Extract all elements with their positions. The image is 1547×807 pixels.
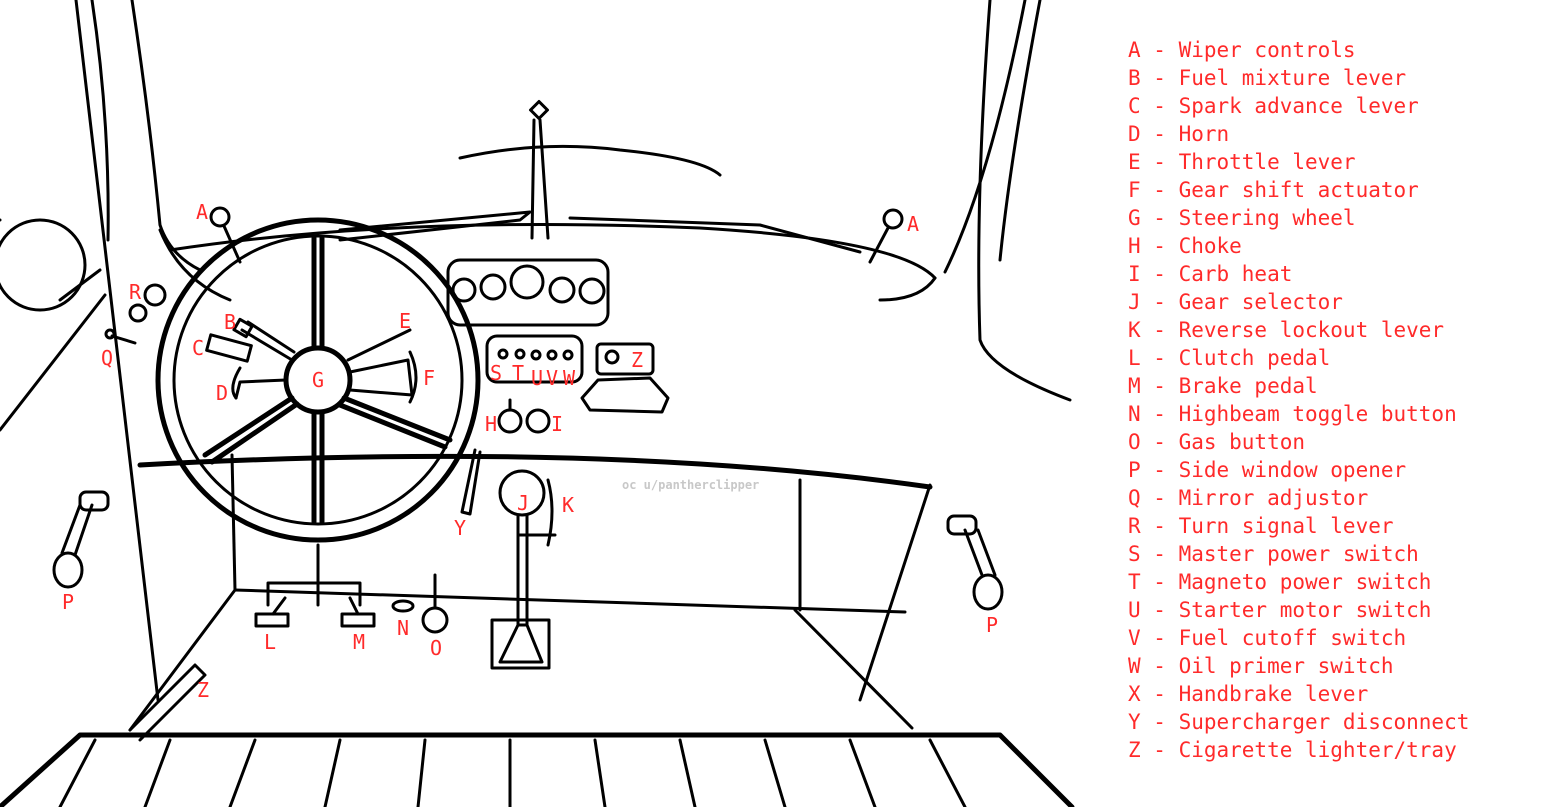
label-d: D — [216, 381, 228, 405]
legend-item: W - Oil primer switch — [1128, 654, 1394, 678]
legend-item: T - Magneto power switch — [1128, 570, 1432, 594]
legend-item: I - Carb heat — [1128, 262, 1293, 286]
switch-icons — [497, 348, 574, 361]
label-n: N — [397, 616, 409, 640]
legend-item: D - Horn — [1128, 122, 1230, 146]
label-c: C — [192, 336, 204, 360]
legend-item: J - Gear selector — [1128, 290, 1343, 314]
label-a-right: A — [907, 212, 919, 236]
legend-item: F - Gear shift actuator — [1128, 178, 1419, 202]
label-e: E — [399, 309, 411, 333]
legend-item: E - Throttle lever — [1128, 150, 1356, 174]
label-p-left: P — [62, 590, 74, 614]
cab-structure — [0, 0, 1075, 807]
cab-diagram: A A R Q B C D E F G S T U V W Z H I Y J … — [0, 0, 1075, 807]
legend-item: X - Handbrake lever — [1128, 682, 1369, 706]
label-v: V — [546, 366, 558, 390]
label-l: L — [264, 630, 276, 654]
label-a-left: A — [196, 200, 208, 224]
legend-item: U - Starter motor switch — [1128, 598, 1432, 622]
legend-item: C - Spark advance lever — [1128, 94, 1419, 118]
label-m: M — [353, 630, 365, 654]
label-u: U — [531, 366, 543, 390]
legend: A - Wiper controls B - Fuel mixture leve… — [1128, 36, 1469, 764]
label-i: I — [551, 412, 563, 436]
label-g: G — [312, 368, 324, 392]
label-b: B — [224, 310, 236, 334]
legend-item: V - Fuel cutoff switch — [1128, 626, 1407, 650]
label-o: O — [430, 636, 442, 660]
legend-item: B - Fuel mixture lever — [1128, 66, 1407, 90]
legend-item: Q - Mirror adjustor — [1128, 486, 1369, 510]
label-p-right: P — [986, 613, 998, 637]
legend-item: H - Choke — [1128, 234, 1242, 258]
legend-item: N - Highbeam toggle button — [1128, 402, 1457, 426]
label-q: Q — [101, 346, 113, 370]
label-w: W — [563, 366, 576, 390]
legend-item: R - Turn signal lever — [1128, 514, 1394, 538]
label-r: R — [129, 280, 142, 304]
watermark: oc u/pantherclipper — [622, 478, 759, 492]
legend-item: P - Side window opener — [1128, 458, 1407, 482]
label-z-dash: Z — [631, 348, 643, 372]
legend-item: Z - Cigarette lighter/tray — [1128, 738, 1457, 762]
label-k: K — [562, 493, 574, 517]
diagram-labels: A A R Q B C D E F G S T U V W Z H I Y J … — [62, 200, 998, 702]
label-f: F — [423, 366, 435, 390]
legend-item: L - Clutch pedal — [1128, 346, 1331, 370]
label-h: H — [485, 412, 497, 436]
legend-item: S - Master power switch — [1128, 542, 1419, 566]
legend-item: Y - Supercharger disconnect — [1128, 710, 1470, 734]
label-y: Y — [454, 516, 466, 540]
label-z-floor: Z — [197, 678, 209, 702]
label-j: J — [517, 491, 529, 515]
legend-item: A - Wiper controls — [1128, 38, 1356, 62]
label-s: S — [490, 361, 502, 385]
legend-item: K - Reverse lockout lever — [1128, 318, 1445, 342]
legend-item: G - Steering wheel — [1128, 206, 1356, 230]
legend-item: M - Brake pedal — [1128, 374, 1318, 398]
legend-item: O - Gas button — [1128, 430, 1306, 454]
label-t: T — [512, 361, 524, 385]
